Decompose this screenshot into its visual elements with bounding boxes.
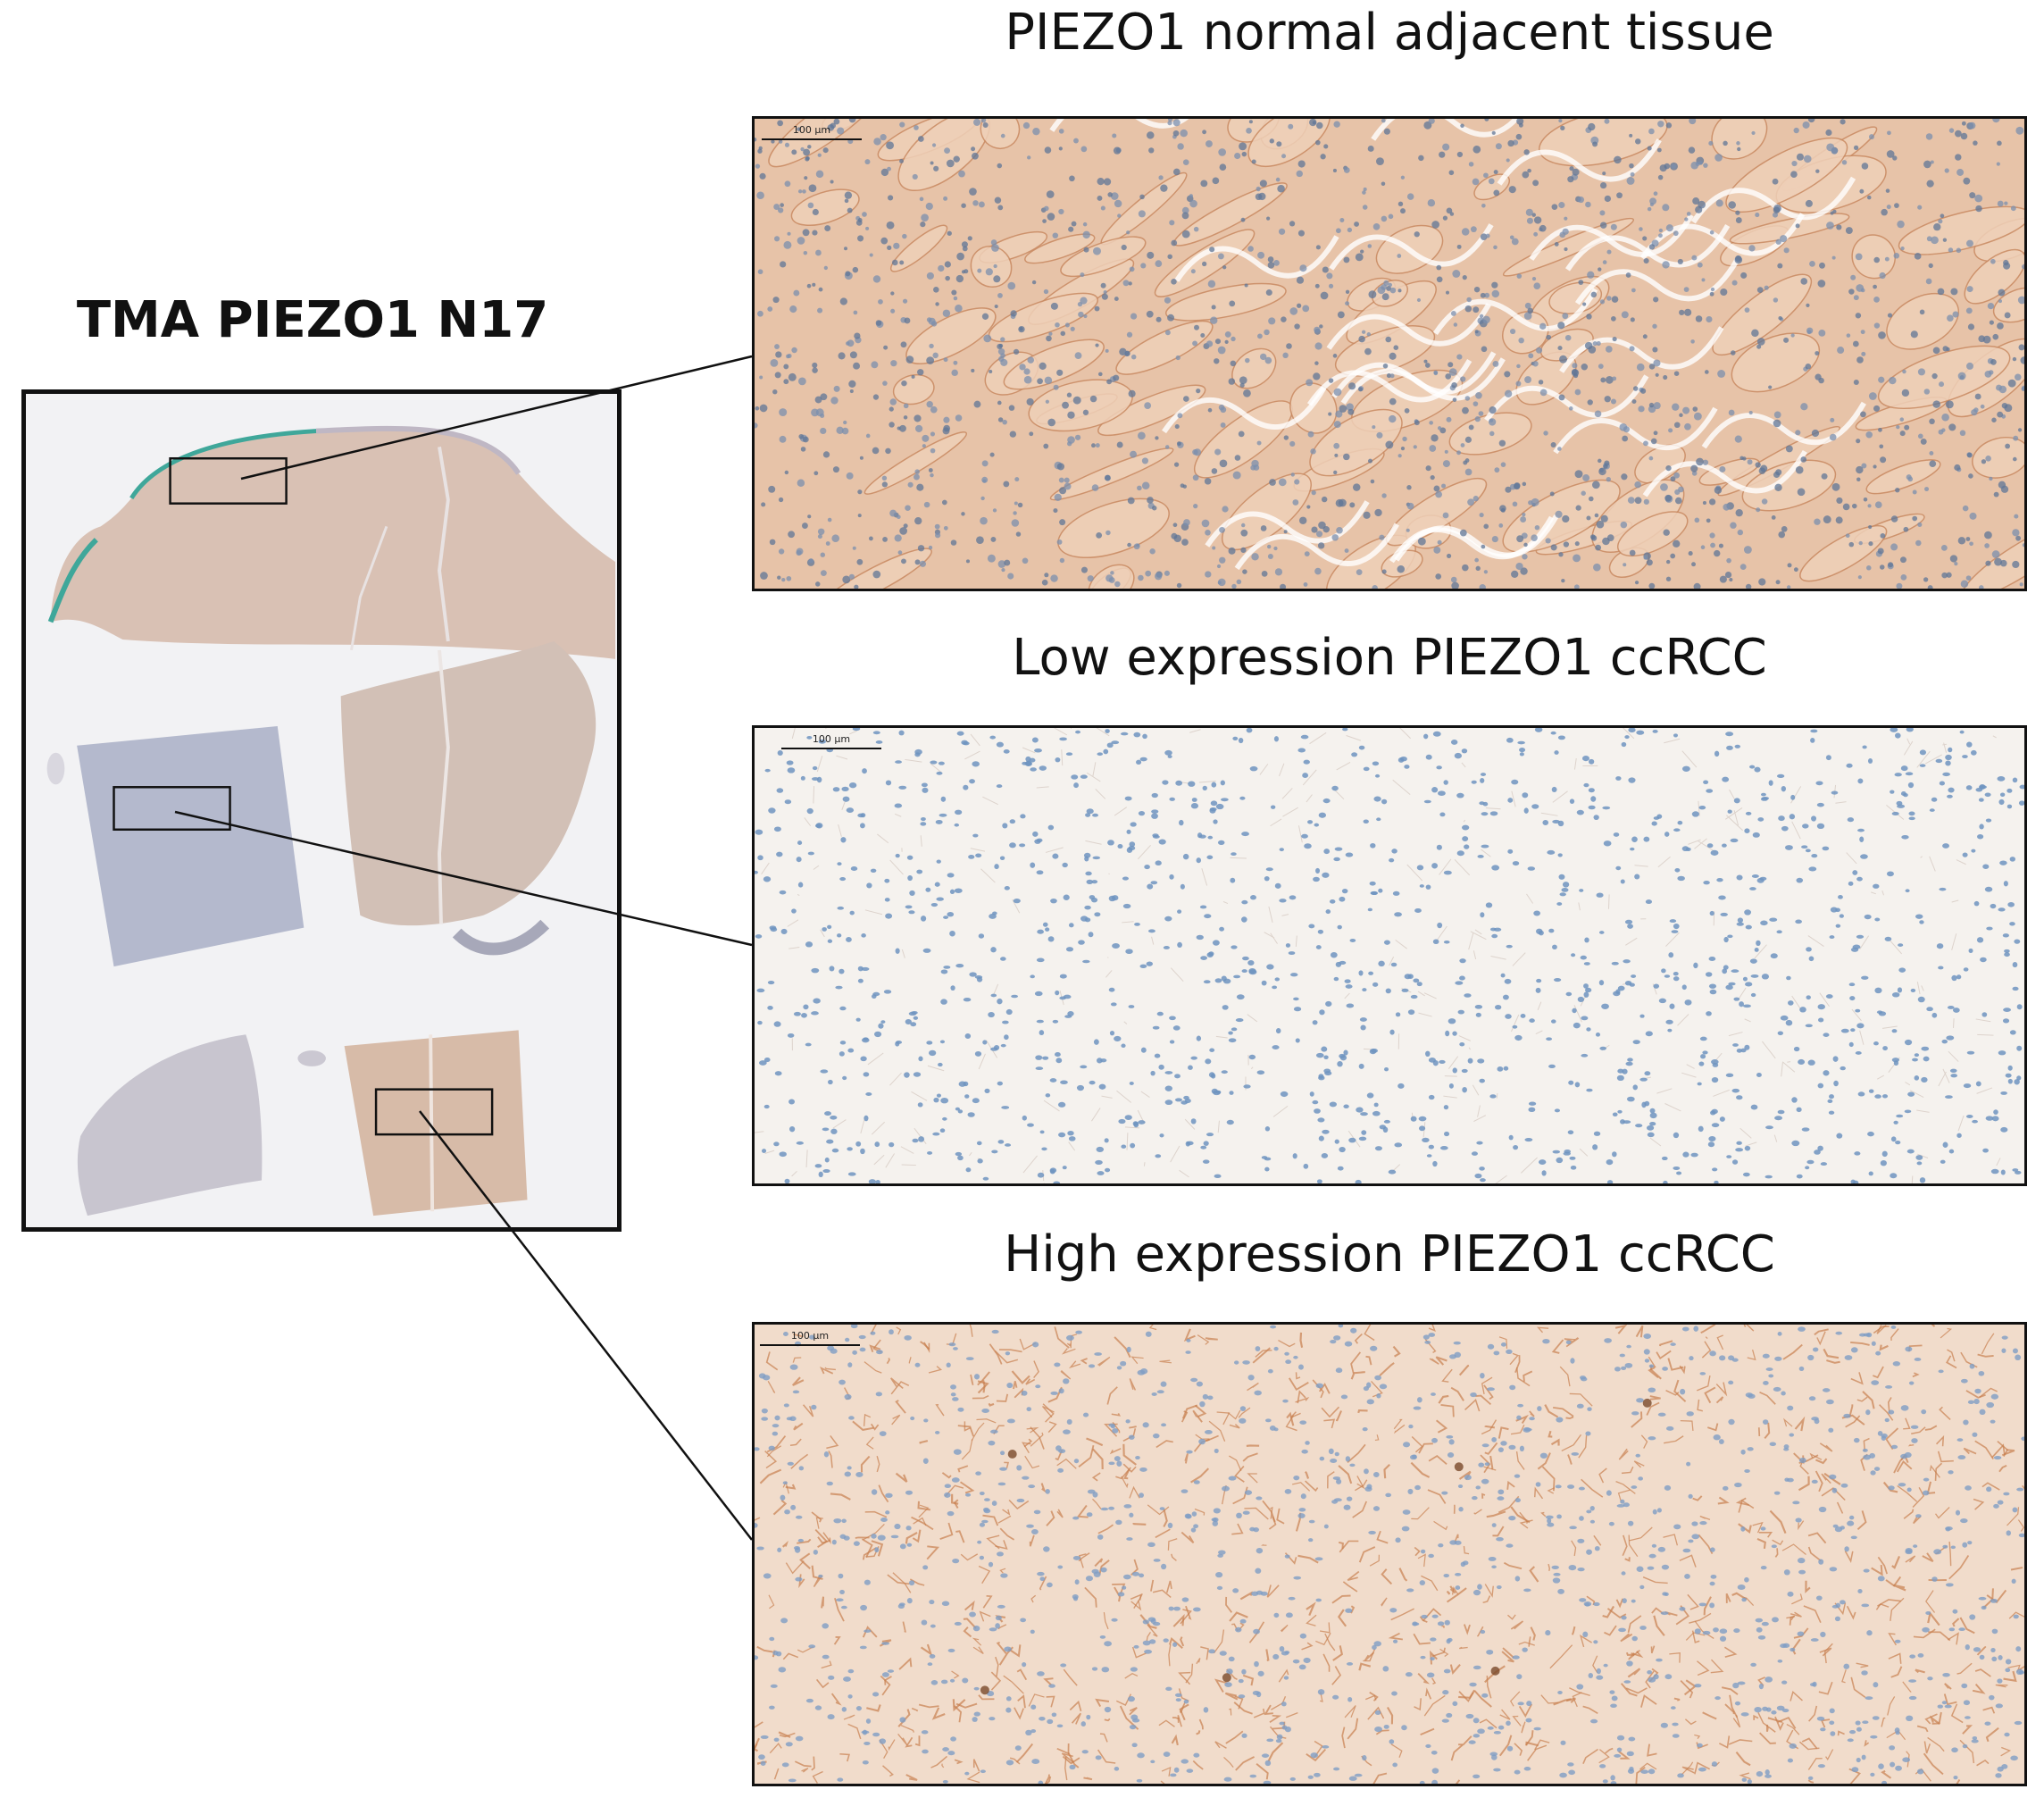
tma-title: TMA PIEZO1 N17 (76, 291, 549, 349)
scale-bar-normal: 100 µm (762, 124, 862, 140)
scale-line-high (760, 1344, 860, 1346)
micrograph-high: 100 µm (752, 1322, 2027, 1786)
panel-title-low: Low expression PIEZO1 ccRCC (1012, 629, 1767, 687)
scale-bar-high: 100 µm (760, 1330, 860, 1346)
micrograph-normal-svg (755, 119, 2024, 589)
scale-line-normal (762, 138, 862, 140)
micrograph-normal: 100 µm (752, 116, 2027, 591)
tma-overview-image (21, 389, 622, 1232)
micrograph-low-svg (755, 728, 2024, 1183)
roi-box-normal (169, 456, 288, 505)
scale-label-normal: 100 µm (792, 124, 831, 136)
panel-title-high: High expression PIEZO1 ccRCC (1004, 1225, 1775, 1283)
scale-bar-low: 100 µm (781, 733, 881, 749)
roi-box-low (113, 786, 231, 832)
panel-title-normal: PIEZO1 normal adjacent tissue (1005, 4, 1774, 62)
micrograph-high-svg (755, 1325, 2024, 1784)
scale-label-high: 100 µm (790, 1330, 830, 1342)
micrograph-low: 100 µm (752, 725, 2027, 1186)
scale-line-low (781, 748, 881, 749)
tma-overview-svg (26, 394, 617, 1227)
scale-label-low: 100 µm (812, 733, 851, 745)
